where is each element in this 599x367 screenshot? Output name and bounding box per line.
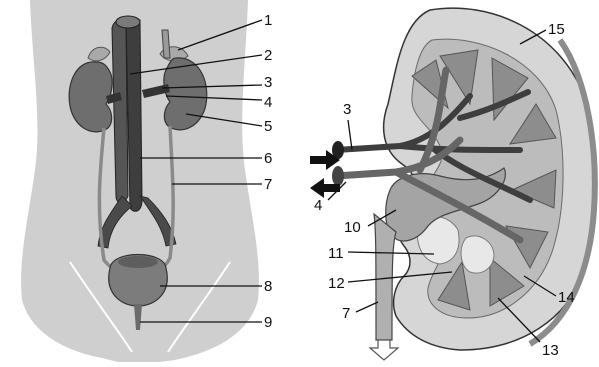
label-r12: 12	[328, 275, 345, 292]
label-6: 6	[264, 150, 272, 167]
label-7: 7	[264, 176, 272, 193]
label-2: 2	[264, 47, 272, 64]
label-r11: 11	[328, 245, 344, 262]
label-5: 5	[264, 118, 272, 135]
torso-figure	[21, 0, 259, 362]
leader-line-r3	[348, 120, 352, 150]
left-labels: 1 2 3 4 5 6 7 8 9	[264, 12, 272, 331]
label-r10: 10	[344, 219, 361, 236]
kidney-section-figure	[310, 8, 595, 360]
label-3: 3	[264, 74, 272, 91]
label-4: 4	[264, 94, 272, 111]
label-r14: 14	[558, 289, 575, 306]
label-r15: 15	[548, 21, 565, 38]
aorta-top	[116, 16, 140, 28]
leader-line-r7	[356, 302, 378, 312]
label-r7: 7	[342, 305, 350, 322]
bladder-highlight	[118, 256, 158, 268]
esophagus-stub	[162, 30, 170, 58]
label-r3: 3	[343, 101, 351, 118]
label-r13: 13	[542, 342, 559, 359]
ureter-section	[374, 214, 396, 340]
renal-vein-end	[332, 166, 344, 186]
label-8: 8	[264, 278, 272, 295]
label-9: 9	[264, 314, 272, 331]
label-1: 1	[264, 12, 272, 29]
arrow-down-icon	[370, 340, 398, 360]
label-r4: 4	[314, 197, 322, 214]
